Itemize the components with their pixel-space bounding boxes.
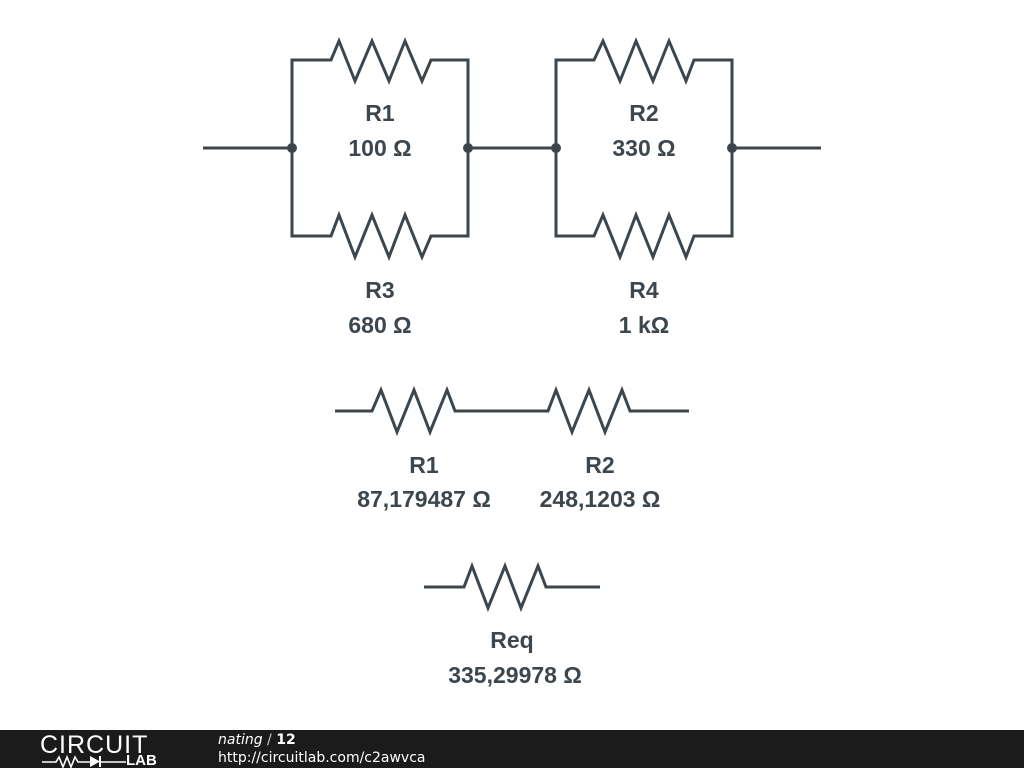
junction-node	[287, 143, 297, 153]
circuit-schematic: R1 100 Ω R2 330 Ω R3 680 Ω R4 1 kΩ R1 87…	[203, 37, 821, 688]
junction-node	[551, 143, 561, 153]
footer-bar: CIRCUIT LAB nating / 12 http://circuitla…	[0, 730, 1024, 768]
label-r2-name: R2	[629, 100, 658, 126]
logo-text-bottom: LAB	[126, 752, 157, 769]
label-r2-value: 330 Ω	[612, 135, 675, 161]
logo-text-top: CIRCUIT	[40, 731, 149, 759]
label-series-r1-value: 87,179487 Ω	[357, 486, 491, 512]
resistor-r1-top	[290, 37, 470, 148]
label-r1-value: 100 Ω	[348, 135, 411, 161]
parallel-group-r2-r4	[551, 37, 821, 262]
circuit-title: nating / 12	[218, 732, 296, 749]
resistor-diode-icon	[42, 754, 126, 768]
resistor-r4	[554, 148, 734, 262]
circuitlab-logo[interactable]: CIRCUIT LAB	[40, 732, 180, 768]
label-r3-name: R3	[365, 277, 394, 303]
circuit-url-link[interactable]: http://circuitlab.com/c2awvca	[218, 750, 426, 766]
parallel-group-r1-r3	[203, 37, 473, 262]
label-req-value: 335,29978 Ω	[448, 662, 582, 688]
resistor-req	[424, 561, 600, 613]
resistor-r3	[290, 148, 470, 262]
title-separator: /	[267, 732, 272, 748]
resistor-r2-top	[554, 37, 734, 148]
label-series-r1-name: R1	[409, 452, 439, 478]
label-r4-name: R4	[629, 277, 659, 303]
circuit-name[interactable]: nating	[218, 732, 263, 748]
label-series-r2-value: 248,1203 Ω	[540, 486, 661, 512]
label-series-r2-name: R2	[585, 452, 614, 478]
label-r1-name: R1	[365, 100, 395, 126]
circuit-id[interactable]: 12	[276, 732, 296, 748]
label-r3-value: 680 Ω	[348, 312, 411, 338]
label-req-name: Req	[490, 627, 533, 653]
resistor-series-r1-r2	[335, 385, 689, 437]
label-r4-value: 1 kΩ	[619, 312, 669, 338]
